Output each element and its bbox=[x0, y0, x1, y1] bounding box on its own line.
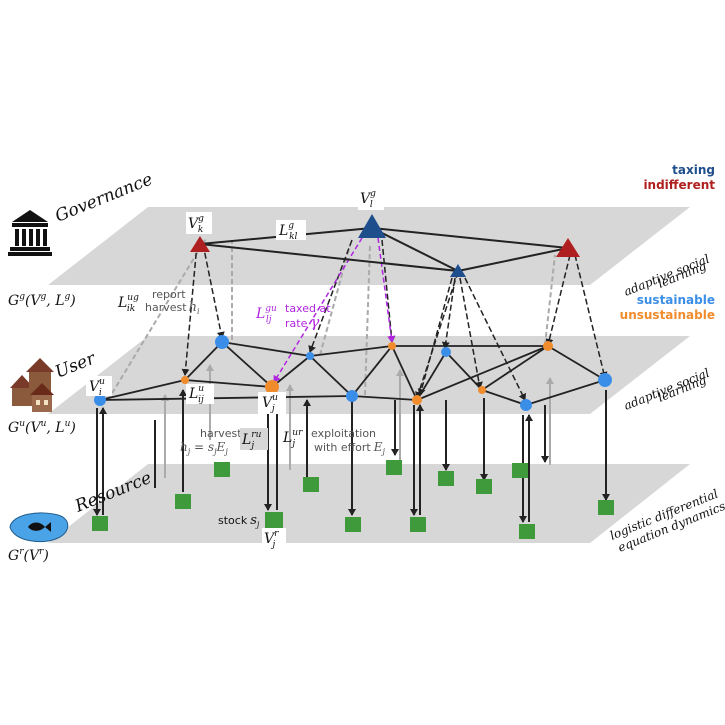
legend-sustainable: sustainable bbox=[637, 293, 715, 307]
governance-node-l bbox=[358, 214, 386, 238]
governance-node-3 bbox=[450, 264, 466, 277]
label-report: report bbox=[152, 288, 186, 301]
governance-graph-label: Gg(Vg, Lg) bbox=[8, 292, 76, 309]
user-nodes bbox=[94, 335, 612, 411]
legend-indifferent: indifferent bbox=[643, 178, 715, 192]
governance-user-links bbox=[181, 239, 608, 401]
label-harvest: harvest bbox=[200, 427, 242, 440]
grey-links bbox=[107, 239, 556, 478]
resource-nodes bbox=[92, 460, 614, 539]
governance-node-k bbox=[190, 236, 210, 252]
label-taxed-at: taxed at bbox=[285, 302, 331, 315]
resource-user-links bbox=[93, 389, 610, 523]
tax-links bbox=[273, 237, 396, 383]
government-building-icon bbox=[8, 210, 52, 256]
governance-node-4 bbox=[556, 238, 580, 257]
fish-lake-icon bbox=[9, 512, 69, 543]
resource-graph-label: Gr(Vr) bbox=[8, 547, 49, 564]
label-exploitation: exploitation bbox=[311, 427, 376, 440]
label-harvest-eq: hj = sjEj bbox=[180, 440, 228, 456]
houses-icon bbox=[10, 358, 54, 412]
legend-unsustainable: unsustainable bbox=[620, 308, 715, 322]
user-edges bbox=[99, 341, 606, 406]
governance-edges bbox=[199, 227, 569, 272]
user-graph-label: Gu(Vu, Lu) bbox=[8, 419, 76, 436]
legend-taxing: taxing bbox=[672, 163, 715, 177]
